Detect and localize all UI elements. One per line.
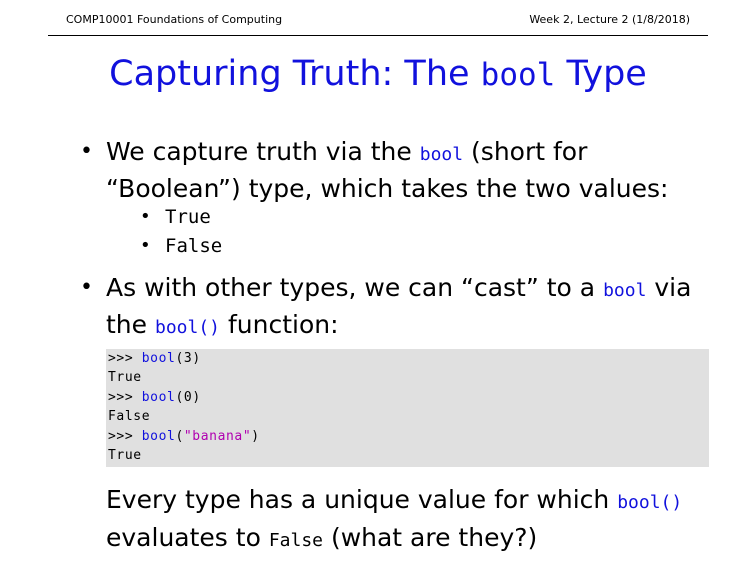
code-prompt: >>> [108,429,142,444]
code-open-paren: ( [175,390,184,405]
bullet-2-line1-after: via [646,273,692,302]
code-prompt: >>> [108,351,142,366]
code-string-arg: "banana" [183,429,252,444]
bullet-text: We capture truth via the bool (short for… [106,135,716,206]
code-func: bool [141,429,176,444]
bullet-2-code: bool [603,280,647,301]
bullet-1-line1-before: We capture truth via the [106,137,420,166]
code-block: >>> bool(3) True >>> bool(0) False >>> b… [106,349,709,467]
closing-line1-before: Every type has a unique value for which [106,485,618,514]
bullet-text: As with other types, we can “cast” to a … [106,271,716,345]
code-func: bool [141,351,176,366]
closing-paragraph: Every type has a unique value for which … [106,482,716,558]
bullet-dot: • [80,139,93,164]
code-open-paren: ( [175,429,184,444]
code-line: >>> bool("banana") [108,427,260,446]
code-arg: 3 [183,351,193,366]
bullet-2-line1-before: As with other types, we can “cast” to a [106,273,604,302]
closing-line2-before: evaluates to [106,523,269,552]
code-output: True [108,448,142,463]
sub-bullet-dot: • [140,235,151,256]
title-text-after: Type [555,54,647,94]
code-prompt: >>> [108,390,142,405]
code-open-paren: ( [175,351,184,366]
code-func: bool [141,390,176,405]
slide-header: COMP10001 Foundations of Computing Week … [48,0,708,36]
code-close-paren: ) [192,390,201,405]
code-close-paren: ) [251,429,260,444]
code-close-paren: ) [192,351,201,366]
closing-line2-code: False [268,530,323,551]
bullet-2-line2-code: bool() [154,317,221,338]
bullet-dot: • [80,275,93,300]
bullet-2-line2-after: function: [220,310,339,339]
sub-item-text: True [165,206,211,228]
closing-line1-code: bool() [617,492,683,513]
code-line: >>> bool(3) [108,349,201,368]
bullet-2-line2-before: the [106,310,155,339]
lecture-info: Week 2, Lecture 2 (1/8/2018) [529,13,690,26]
code-line: >>> bool(0) [108,388,201,407]
bullet-1-line1-after: (short for [463,137,588,166]
code-output: True [108,370,142,385]
title-code: bool [480,57,556,93]
course-name: COMP10001 Foundations of Computing [66,13,283,26]
code-arg: 0 [183,390,193,405]
bullet-1-code: bool [419,144,464,165]
bullet-1-line2: “Boolean”) type, which takes the two val… [106,174,669,203]
code-output: False [108,409,151,424]
sub-bullet-dot: • [140,206,151,227]
slide-title: Capturing Truth: The bool Type [0,52,756,97]
title-text-before: Capturing Truth: The [109,54,481,94]
sub-item-text: False [165,235,223,257]
closing-line2-after: (what are they?) [323,523,538,552]
